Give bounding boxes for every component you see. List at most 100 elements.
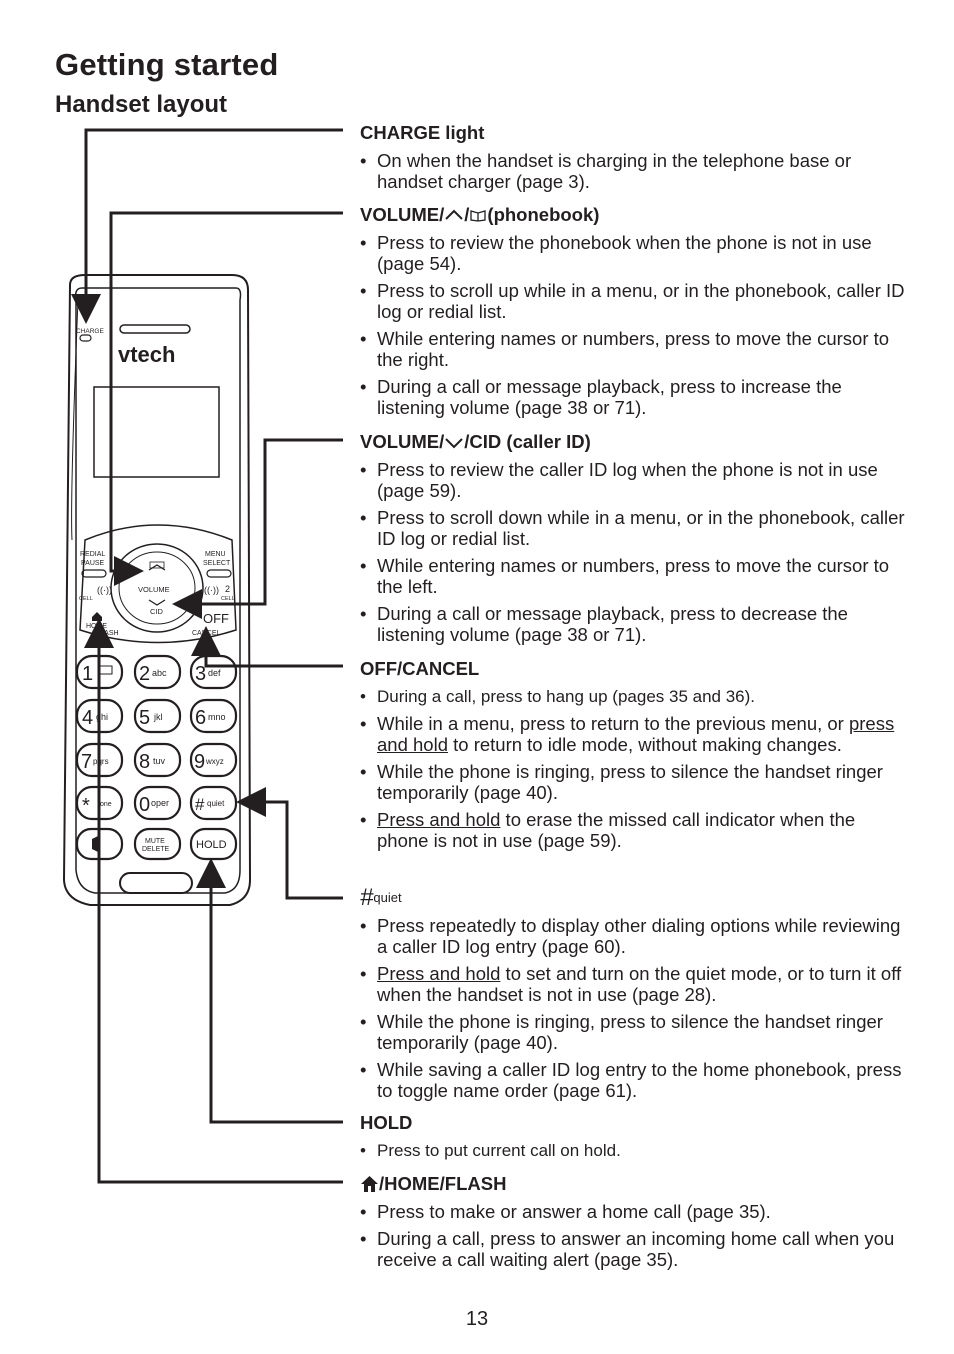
list-item: Press repeatedly to display other dialin… — [360, 915, 905, 957]
list-item: Press to scroll up while in a menu, or i… — [360, 280, 905, 322]
key-8-digit: 8 — [139, 751, 150, 773]
redial-button[interactable] — [81, 569, 107, 578]
list-item: Press to make or answer a home call (pag… — [360, 1201, 905, 1222]
section-subtitle: Handset layout — [55, 91, 228, 118]
key-6-digit: 6 — [195, 707, 206, 729]
cell-label-right: CELL — [221, 596, 235, 602]
home-label: HOME — [86, 623, 107, 630]
volume-up-title-slash: / — [464, 204, 470, 225]
key-5-digit: 5 — [139, 707, 150, 729]
key-9-letters: wxyz — [205, 757, 224, 766]
text-run: to return to idle mode, without making c… — [447, 734, 842, 755]
callout-hold — [196, 858, 343, 1124]
key-8[interactable] — [133, 742, 182, 778]
key-0[interactable] — [133, 785, 182, 821]
section-volume-down: VOLUME/ /CID (caller ID) Press to review… — [360, 431, 905, 645]
volume-down-chevron-icon[interactable] — [148, 599, 166, 606]
off-cancel-title: OFF/CANCEL — [360, 658, 480, 679]
key-5[interactable] — [133, 698, 182, 734]
key-4-digit: 4 — [82, 707, 93, 729]
key-2-letters: abc — [152, 668, 167, 678]
volume-up-title: VOLUME/ / (phonebook) — [360, 204, 905, 226]
cell-label-left: CELL — [79, 596, 93, 602]
quiet-word: quiet — [373, 890, 402, 905]
voicemail-icon — [99, 665, 113, 675]
cell2-number: 2 — [225, 584, 230, 594]
list-item: On when the handset is charging in the t… — [360, 150, 905, 192]
text-run: While in a menu, press to return to the … — [377, 713, 849, 734]
section-quiet: # quiet Press repeatedly to display othe… — [360, 884, 905, 1102]
list-item: Press to review the caller ID log when t… — [360, 459, 905, 501]
key-2[interactable] — [133, 654, 182, 690]
hold-title: HOLD — [360, 1112, 413, 1133]
key-hash-letters: quiet — [207, 799, 225, 808]
callout-volume-up — [109, 211, 343, 586]
key-3[interactable] — [189, 654, 238, 690]
list-item: During a call, press to hang up (pages 3… — [360, 686, 905, 707]
cell2-signal-icon[interactable]: ((·)) — [204, 585, 219, 595]
key-5-letters: jkl — [153, 712, 163, 722]
callout-quiet — [236, 787, 343, 900]
delete-label: DELETE — [142, 846, 170, 853]
key-0-letters: oper — [151, 798, 169, 808]
hash-symbol: # — [360, 884, 374, 911]
home-flash-title: /HOME/FLASH — [360, 1173, 905, 1195]
callout-lines — [71, 128, 343, 1184]
list-item: While the phone is ringing, press to sil… — [360, 761, 905, 803]
phonebook-icon — [149, 561, 165, 569]
off-button-label[interactable]: OFF — [203, 611, 229, 626]
list-item: While entering names or numbers, press t… — [360, 328, 905, 370]
volume-up-chevron-icon[interactable] — [148, 564, 166, 571]
list-item: Press to review the phonebook when the p… — [360, 232, 905, 274]
mute-delete-button[interactable] — [133, 827, 182, 861]
speaker-icon — [92, 836, 98, 852]
key-3-digit: 3 — [195, 663, 206, 685]
volume-down-title-suffix: /CID (caller ID) — [464, 431, 591, 452]
callout-volume-down — [172, 438, 343, 619]
section-volume-up: VOLUME/ / (phonebook) Press to review th… — [360, 204, 905, 418]
list-item: Press to put current call on hold. — [360, 1140, 905, 1161]
key-9-digit: 9 — [194, 751, 205, 773]
text-run: to set and turn on the quiet mode, or to… — [377, 963, 902, 1005]
hold-label: HOLD — [196, 839, 227, 851]
home-icon[interactable] — [92, 612, 102, 621]
select-label: SELECT — [203, 560, 231, 567]
volume-down-title: VOLUME/ /CID (caller ID) — [360, 431, 905, 453]
microphone — [119, 872, 193, 894]
chevron-down-icon — [445, 438, 463, 449]
page-title: Getting started — [55, 47, 279, 82]
brand-logo: vtech — [118, 342, 175, 367]
callout-home-flash — [84, 618, 343, 1184]
text-run: to erase the missed call indicator when … — [377, 809, 856, 851]
phonebook-icon — [470, 210, 487, 222]
home-flash-title-text: /HOME/FLASH — [379, 1173, 507, 1194]
list-item: While the phone is ringing, press to sil… — [360, 1011, 905, 1053]
mute-label: MUTE — [145, 838, 165, 845]
charge-label: CHARGE — [76, 328, 104, 335]
underlined-text: Press and hold — [377, 963, 501, 984]
list-item: Press and hold to erase the missed call … — [360, 809, 905, 851]
cell-signal-icon[interactable]: ((·)) — [97, 585, 112, 595]
key-8-letters: tuv — [153, 756, 166, 766]
section-off-cancel: OFF/CANCEL During a call, press to hang … — [360, 658, 905, 851]
key-6[interactable] — [189, 698, 238, 734]
volume-down-title-prefix: VOLUME/ — [360, 431, 445, 452]
chevron-up-icon — [445, 209, 463, 220]
key-2-digit: 2 — [139, 663, 150, 685]
key-star-digit: * — [82, 795, 90, 817]
keypad — [75, 654, 238, 894]
key-7-digit: 7 — [81, 751, 92, 773]
handset-screen — [93, 386, 220, 478]
charge-light — [79, 334, 92, 342]
callout-charge — [71, 128, 343, 324]
menu-button[interactable] — [206, 569, 232, 578]
key-hash-digit: # — [195, 795, 205, 814]
list-item: During a call, press to answer an incomi… — [360, 1228, 905, 1270]
home-icon — [361, 1176, 378, 1192]
key-9[interactable] — [189, 742, 238, 778]
list-item: While in a menu, press to return to the … — [360, 713, 905, 755]
list-item: During a call or message playback, press… — [360, 376, 905, 418]
list-item: While saving a caller ID log entry to th… — [360, 1059, 905, 1101]
key-6-letters: mno — [208, 712, 226, 722]
cid-label: CID — [150, 607, 164, 616]
